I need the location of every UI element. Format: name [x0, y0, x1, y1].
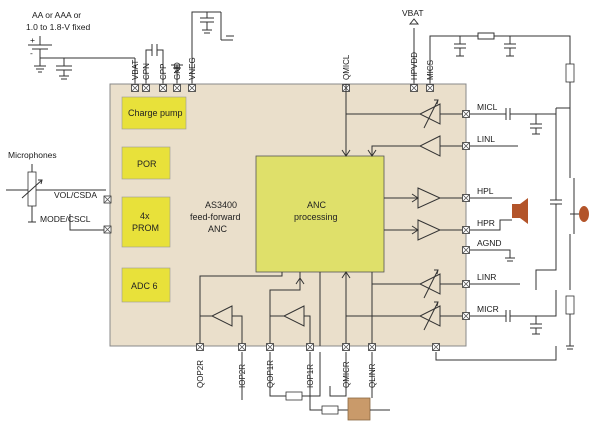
vneg-capacitor [191, 11, 234, 85]
top-pin-label-3: GND [173, 62, 182, 80]
chip-title-line1: AS3400 [205, 200, 237, 210]
top-pin-label-7: MICS [426, 60, 435, 80]
bottom-pin-3-pin-mark [306, 343, 314, 351]
anc-processing-block [255, 155, 385, 273]
headphone-output [470, 108, 589, 290]
right-pins: MICL LINL HPL HPR AGND LINR MICR [462, 102, 502, 320]
mode-cscl-label: MODE/CSCL [40, 214, 91, 224]
microphones-label: Microphones [8, 150, 57, 160]
right-pin-label-0: MICL [477, 102, 498, 112]
hpl-amplifier [384, 187, 466, 209]
right-pin-1-pin-mark [462, 142, 470, 150]
bottom-pin-1-pin-mark [238, 343, 246, 351]
supply-plus: + [30, 35, 35, 45]
adc-label: ADC 6 [131, 281, 158, 291]
right-pin-5-pin-mark [462, 280, 470, 288]
bottom-pin-4-pin-mark [342, 343, 350, 351]
mic-right-network [470, 290, 575, 350]
bottom-pin-5-pin-mark [368, 343, 376, 351]
mic-left-network [470, 108, 557, 135]
top-pin-label-2: CPP [159, 64, 168, 80]
top-pin-0-pin-mark [131, 84, 139, 92]
vol-csda-label: VOL/CSDA [54, 190, 97, 200]
top-pin-label-0: VBAT [131, 60, 140, 80]
top-pin-3-pin-mark [173, 84, 181, 92]
bottom-pin-2-pin-mark [266, 343, 274, 351]
prom-label-line1: 4x [140, 211, 150, 221]
adc-block [121, 267, 171, 303]
supply-minus: - [30, 48, 33, 58]
top-pin-label-4: VNEG [188, 57, 197, 80]
top-pin-1-pin-mark [142, 84, 150, 92]
hpr-amplifier [384, 219, 466, 241]
chip-title-line2: feed-forward [190, 212, 241, 222]
iop2r-amplifier [200, 305, 243, 346]
line-left-amplifier [367, 135, 466, 157]
agnd-wire [470, 249, 515, 262]
top-pin-label-1: CPN [142, 63, 151, 80]
microphone-potentiometer [6, 164, 106, 231]
top-pin-label-5: QMICL [342, 54, 351, 80]
bottom-pin-agnd-pin-mark [432, 343, 440, 351]
right-pin-label-1: LINL [477, 134, 495, 144]
left-pins [103, 195, 112, 234]
right-pin-label-2: HPL [477, 186, 494, 196]
top-pin-4-pin-mark [188, 84, 196, 92]
charge-pump-label: Charge pump [128, 108, 183, 118]
bottom-pin-0-pin-mark [196, 343, 204, 351]
anc-internal-wiring [199, 114, 373, 346]
right-pin-label-4: AGND [477, 238, 502, 248]
right-pin-0-pin-mark [462, 110, 470, 118]
prom-label-line2: PROM [132, 223, 159, 233]
right-pin-label-6: MICR [477, 304, 499, 314]
por-block [121, 146, 171, 180]
right-pin-6-pin-mark [462, 312, 470, 320]
por-label: POR [137, 159, 157, 169]
mic-right-amplifier [345, 301, 466, 346]
gnd-connection [171, 64, 183, 85]
bottom-pin-label-0: QOP2R [196, 360, 205, 388]
chip-title-line3: ANC [208, 224, 228, 234]
charge-pump-block [121, 96, 187, 130]
vbat-hpvdd-wiring [408, 18, 575, 109]
supply-label-line2: 1.0 to 1.8-V fixed [26, 22, 91, 32]
right-pin-label-5: LINR [477, 272, 496, 282]
anc-label-line2: processing [294, 212, 338, 222]
bottom-network [241, 346, 557, 421]
battery-symbol [28, 36, 136, 85]
top-pin-7-pin-mark [426, 84, 434, 92]
right-pin-label-3: HPR [477, 218, 495, 228]
right-pin-3-pin-mark [462, 226, 470, 234]
top-pin-2-pin-mark [159, 84, 167, 92]
anc-label-line1: ANC [307, 200, 327, 210]
vbat-label: VBAT [402, 8, 424, 18]
right-pin-2-pin-mark [462, 194, 470, 202]
right-pin-4-pin-mark [462, 246, 470, 254]
prom-block [121, 196, 171, 248]
top-pin-label-6: HPVDD [410, 52, 419, 80]
iop1r-amplifier [270, 305, 311, 346]
supply-label-line1: AA or AAA or [32, 10, 81, 20]
top-pin-6-pin-mark [410, 84, 418, 92]
charge-pump-capacitor [145, 44, 164, 85]
